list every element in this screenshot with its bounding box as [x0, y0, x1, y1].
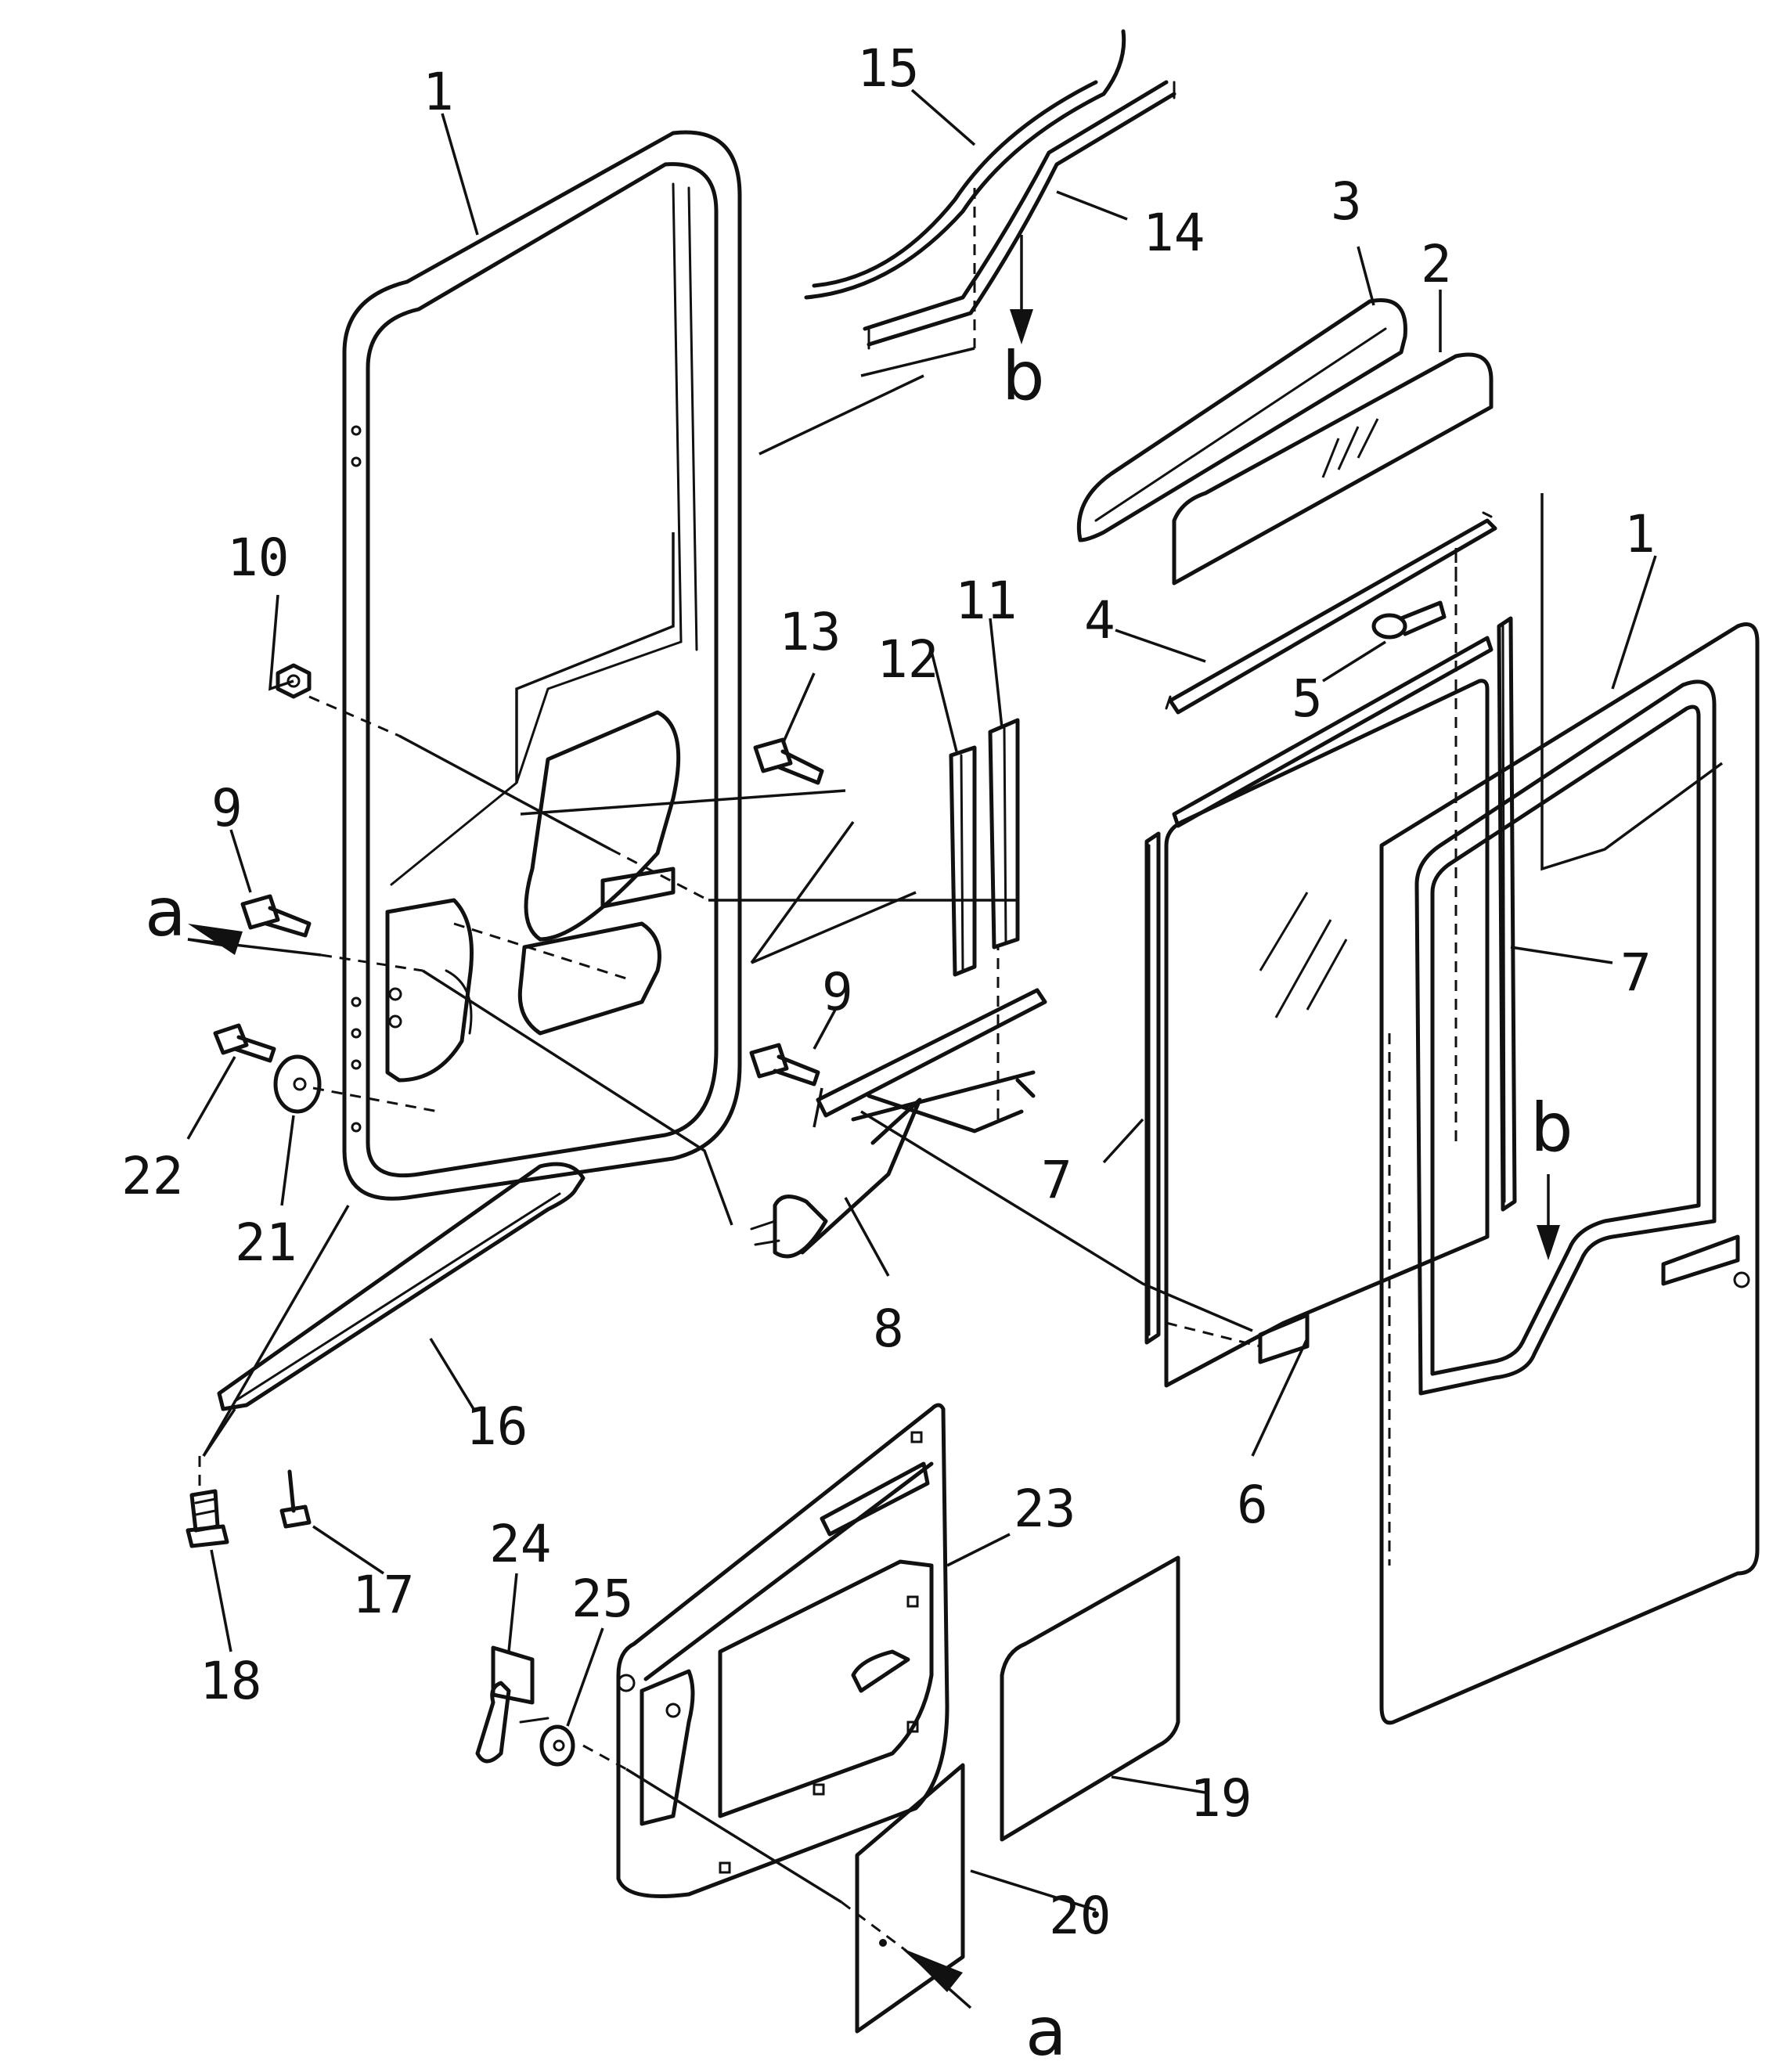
- callout-11: 11: [955, 571, 1017, 631]
- arrow-b-top: [1010, 235, 1033, 344]
- callout-2: 2: [1421, 234, 1452, 294]
- door-trim-23: [616, 1403, 949, 1898]
- callout-22: 22: [121, 1146, 183, 1206]
- callout-25: 25: [571, 1569, 633, 1629]
- callout-19: 19: [1190, 1768, 1252, 1829]
- door-frame-left: [342, 130, 742, 1201]
- bolt-18: [186, 1489, 229, 1548]
- callout-9-mid: 9: [822, 962, 853, 1022]
- weatherstrip-15: [804, 29, 1126, 300]
- sheet-19: [1000, 1555, 1180, 1842]
- door-panel-right: [1379, 622, 1760, 1725]
- screw-5: [1371, 600, 1447, 640]
- arrow-a-left: [187, 924, 243, 955]
- callout-16: 16: [466, 1396, 528, 1457]
- washer-25: [539, 1724, 575, 1767]
- window-regulator-8: [750, 988, 1047, 1259]
- callout-23: 23: [1014, 1479, 1076, 1539]
- lower-trim-16: [217, 1162, 586, 1411]
- view-ref-a-left: a: [145, 874, 186, 952]
- upper-glass-2: [1172, 352, 1494, 586]
- callout-7-right: 7: [1620, 942, 1652, 1003]
- bolt-13: [753, 737, 824, 785]
- callout-10: 10: [227, 528, 289, 588]
- glass-seal-3: [1076, 298, 1407, 542]
- seal-top-4b: [1172, 636, 1494, 828]
- callout-9-left: 9: [211, 778, 243, 838]
- bolt-22: [213, 1023, 276, 1063]
- callout-12: 12: [877, 629, 939, 690]
- callout-13: 13: [779, 602, 841, 662]
- callout-3: 3: [1331, 171, 1362, 232]
- callout-20: 20: [1049, 1886, 1111, 1946]
- callout-8: 8: [873, 1299, 904, 1359]
- callout-4: 4: [1084, 590, 1115, 650]
- callout-14: 14: [1143, 203, 1205, 263]
- callout-7-left: 7: [1041, 1150, 1072, 1210]
- arrow-a-bottom: [904, 1949, 963, 1992]
- screw-17: [279, 1469, 312, 1529]
- main-glass-6: [1164, 679, 1490, 1388]
- callout-1-left: 1: [423, 62, 454, 122]
- callout-6: 6: [1237, 1475, 1268, 1535]
- callout-leaders: [186, 88, 1657, 1912]
- callout-15: 15: [857, 38, 919, 99]
- channel-12: [949, 745, 977, 977]
- callout-5: 5: [1292, 668, 1323, 729]
- bolt-9-left: [240, 894, 312, 938]
- callout-17: 17: [352, 1565, 414, 1625]
- callout-21: 21: [235, 1213, 297, 1273]
- washer-21: [273, 1054, 322, 1114]
- seal-7-right: [1497, 616, 1517, 1212]
- handle-24: [475, 1645, 549, 1764]
- weatherstrip-14: [863, 80, 1176, 350]
- bolt-9-mid: [749, 1043, 820, 1086]
- view-ref-b-top: b: [1002, 337, 1045, 416]
- nut-10: [276, 663, 312, 699]
- callout-24: 24: [489, 1514, 551, 1574]
- channel-11: [988, 718, 1020, 950]
- glass-rail-4: [1165, 511, 1497, 715]
- callout-18: 18: [200, 1651, 261, 1711]
- view-ref-b-right: b: [1530, 1089, 1573, 1167]
- arrow-b-right: [1537, 1174, 1560, 1260]
- seal-7-left: [1144, 831, 1161, 1345]
- callout-1-right: 1: [1624, 504, 1656, 564]
- view-ref-a-bottom: a: [1025, 1993, 1067, 2071]
